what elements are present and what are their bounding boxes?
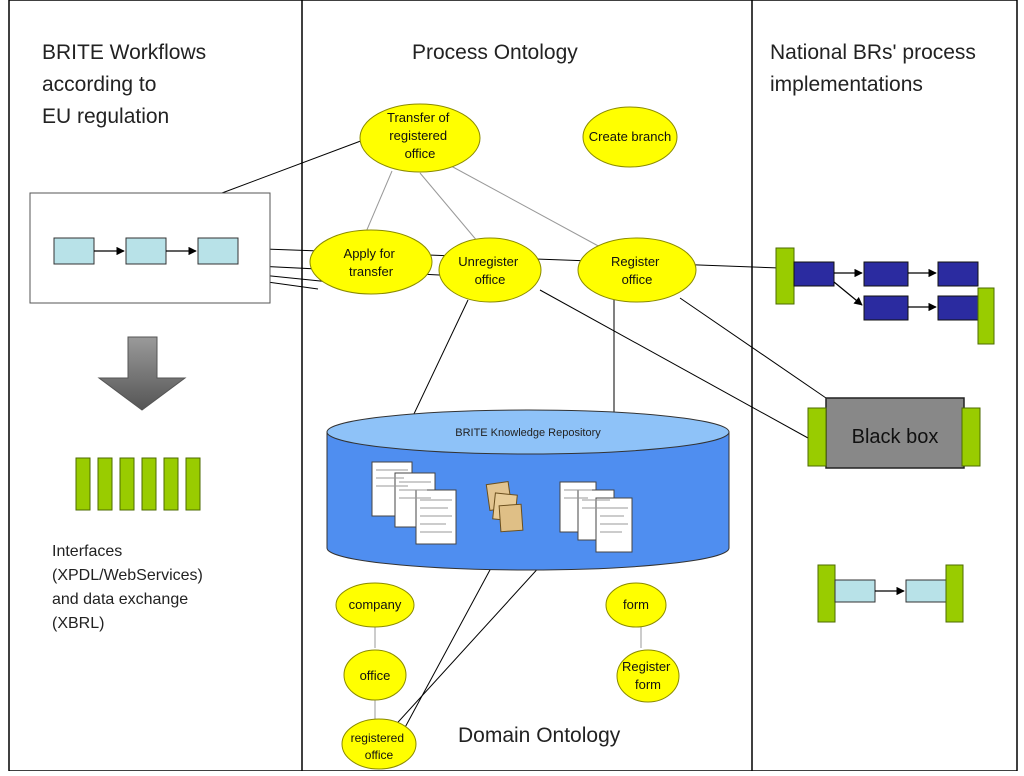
svg-text:Create branch: Create branch — [589, 129, 671, 144]
node-registered-office[interactable]: registered office — [341, 718, 417, 770]
node-form[interactable]: form — [605, 582, 667, 628]
black-box-label: Black box — [852, 426, 939, 448]
national-workflow-bottom — [817, 564, 964, 623]
svg-text:Unregister office: Unregister office — [458, 254, 522, 287]
node-transfer-of-registered-office[interactable]: Transfer of registered office — [359, 103, 481, 173]
down-arrow — [97, 336, 187, 411]
node-create-branch[interactable]: Create branch — [582, 106, 678, 168]
svg-text:Transfer of registered: Transfer of registered office — [387, 110, 453, 161]
left-column-title: BRITE Workflows according to EU regulati… — [42, 41, 212, 128]
workflow-step-3 — [197, 237, 239, 265]
middle-column-title: Process Ontology — [412, 41, 578, 64]
paper-scraps-icon — [485, 481, 524, 533]
svg-text:company: company — [349, 597, 402, 612]
svg-text:office: office — [360, 668, 391, 683]
hierarchy-links — [365, 159, 642, 720]
documents-icon — [371, 461, 633, 553]
svg-text:Register office: Register office — [611, 254, 663, 287]
link-workflow-transfer — [221, 138, 367, 194]
svg-text:form: form — [623, 597, 649, 612]
node-register-office[interactable]: Register office — [577, 237, 697, 303]
node-unregister-office[interactable]: Unregister office — [438, 237, 542, 303]
workflow-step-1 — [53, 237, 95, 265]
node-office[interactable]: office — [343, 649, 407, 701]
svg-text:registered office: registered office — [351, 731, 408, 762]
svg-text:Register form: Register form — [622, 659, 674, 692]
interface-bars — [75, 457, 201, 511]
interfaces-description: Interfaces (XPDL/WebServices) and data e… — [52, 543, 207, 632]
eu-workflow — [29, 192, 271, 304]
domain-ontology-label: Domain Ontology — [458, 724, 621, 747]
node-register-form[interactable]: Register form — [616, 649, 680, 703]
right-column-title: National BRs' process implementations — [770, 41, 982, 96]
node-company[interactable]: company — [335, 582, 415, 628]
document-stack-left — [371, 461, 457, 545]
workflow-step-2 — [125, 237, 167, 265]
black-box: Black box — [807, 397, 981, 469]
national-workflow-top — [775, 247, 995, 345]
node-apply-for-transfer[interactable]: Apply for transfer — [309, 229, 433, 295]
document-stack-right — [559, 481, 633, 553]
svg-text:Apply for transfer: Apply for transfer — [344, 246, 399, 279]
repository-label: BRITE Knowledge Repository — [455, 427, 601, 439]
